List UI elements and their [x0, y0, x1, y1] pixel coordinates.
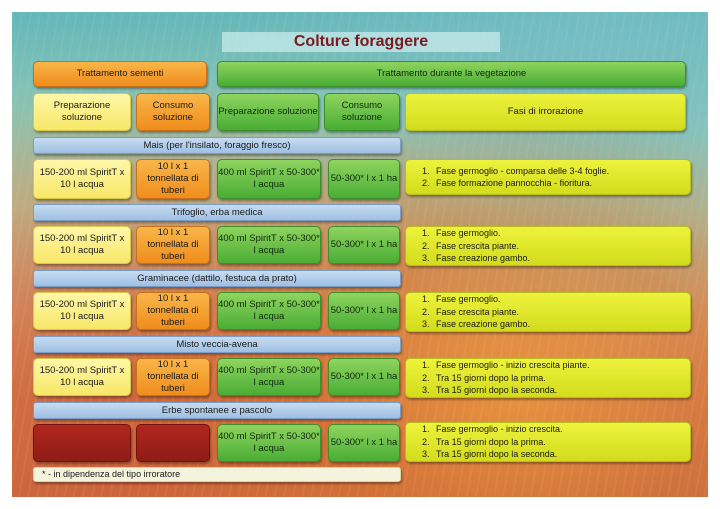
phases-cell: Fase germoglio - inizio crescita piante.…: [405, 358, 691, 398]
phases-list: Fase germoglio - inizio crescita piante.…: [416, 359, 590, 397]
header-vegetation-treatment: Trattamento durante la vegetazione: [217, 61, 686, 87]
seed-prep-text: 150-200 ml SpiritT x 10 l acqua: [39, 167, 125, 190]
header-consumption-veg: Consumo soluzione: [324, 93, 400, 131]
phases-cell: Fase germoglio - inizio crescita. Tra 15…: [405, 422, 691, 462]
phase-item: Tra 15 giorni dopo la seconda.: [432, 384, 590, 397]
veg-prep-cell: 400 ml SpiritT x 50-300* l acqua: [217, 358, 321, 396]
header-prep-solution-seed: Preparazione soluzione: [33, 93, 131, 131]
seed-consumption-cell-empty: [136, 424, 210, 462]
veg-consumption-cell: 50-300* l x 1 ha: [328, 226, 400, 264]
phase-item: Fase formazione pannocchia - fioritura.: [432, 177, 609, 190]
header-prep-solution-veg: Preparazione soluzione: [217, 93, 319, 131]
phase-item: Tra 15 giorni dopo la prima.: [432, 372, 590, 385]
seed-consumption-cell: 10 l x 1 tonnellata di tuberi: [136, 358, 210, 396]
veg-prep-cell: 400 ml SpiritT x 50-300* l acqua: [217, 226, 321, 264]
phase-item: Fase germoglio - comparsa delle 3-4 fogl…: [432, 165, 609, 178]
section-title-trifoglio: Trifoglio, erba medica: [33, 204, 401, 221]
veg-prep-cell: 400 ml SpiritT x 50-300* l acqua: [217, 292, 321, 330]
phases-list: Fase germoglio. Fase crescita piante. Fa…: [416, 293, 530, 331]
seed-consumption-cell: 10 l x 1 tonnellata di tuberi: [136, 226, 210, 264]
phases-cell: Fase germoglio. Fase crescita piante. Fa…: [405, 226, 691, 266]
phases-list: Fase germoglio - comparsa delle 3-4 fogl…: [416, 165, 609, 190]
phases-list: Fase germoglio - inizio crescita. Tra 15…: [416, 423, 563, 461]
veg-consumption-cell: 50-300* l x 1 ha: [328, 292, 400, 330]
phase-item: Fase crescita piante.: [432, 306, 530, 319]
section-title-misto: Misto veccia-avena: [33, 336, 401, 353]
phase-item: Fase creazione gambo.: [432, 252, 530, 265]
header-phases: Fasi di irrorazione: [405, 93, 686, 131]
phases-cell: Fase germoglio. Fase crescita piante. Fa…: [405, 292, 691, 332]
section-title-graminacee: Graminacee (dattilo, festuca da prato): [33, 270, 401, 287]
veg-consumption-cell: 50-300* l x 1 ha: [328, 159, 400, 199]
phases-list: Fase germoglio. Fase crescita piante. Fa…: [416, 227, 530, 265]
phase-item: Tra 15 giorni dopo la seconda.: [432, 448, 563, 461]
seed-prep-cell: 150-200 ml SpiritT x 10 l acqua: [33, 226, 131, 264]
veg-prep-cell: 400 ml SpiritT x 50-300* l acqua: [217, 424, 321, 462]
page-title: Colture foraggere: [222, 32, 500, 52]
seed-prep-cell: 150-200 ml SpiritT x 10 l acqua: [33, 159, 131, 199]
veg-consumption-cell: 50-300* l x 1 ha: [328, 424, 400, 462]
header-consumption-seed: Consumo soluzione: [136, 93, 210, 131]
phase-item: Fase germoglio.: [432, 227, 530, 240]
section-title-erbe: Erbe spontanee e pascolo: [33, 402, 401, 419]
veg-consumption-cell: 50-300* l x 1 ha: [328, 358, 400, 396]
phase-item: Fase creazione gambo.: [432, 318, 530, 331]
seed-consumption-cell: 10 l x 1 tonnellata di tuberi: [136, 292, 210, 330]
phase-item: Fase germoglio.: [432, 293, 530, 306]
seed-prep-cell: 150-200 ml SpiritT x 10 l acqua: [33, 292, 131, 330]
seed-consumption-cell: 10 l x 1 tonnellata di tuberi: [136, 159, 210, 199]
seed-prep-cell-empty: [33, 424, 131, 462]
phase-item: Fase germoglio - inizio crescita.: [432, 423, 563, 436]
footnote: * - in dipendenza del tipo irroratore: [33, 467, 401, 482]
veg-prep-cell: 400 ml SpiritT x 50-300* l acqua: [217, 159, 321, 199]
section-title-mais: Mais (per l'insilato, foraggio fresco): [33, 137, 401, 154]
header-seed-treatment: Trattamento sementi: [33, 61, 207, 87]
phase-item: Fase crescita piante.: [432, 240, 530, 253]
phase-item: Fase germoglio - inizio crescita piante.: [432, 359, 590, 372]
phases-cell: Fase germoglio - comparsa delle 3-4 fogl…: [405, 159, 691, 195]
phase-item: Tra 15 giorni dopo la prima.: [432, 436, 563, 449]
seed-prep-cell: 150-200 ml SpiritT x 10 l acqua: [33, 358, 131, 396]
